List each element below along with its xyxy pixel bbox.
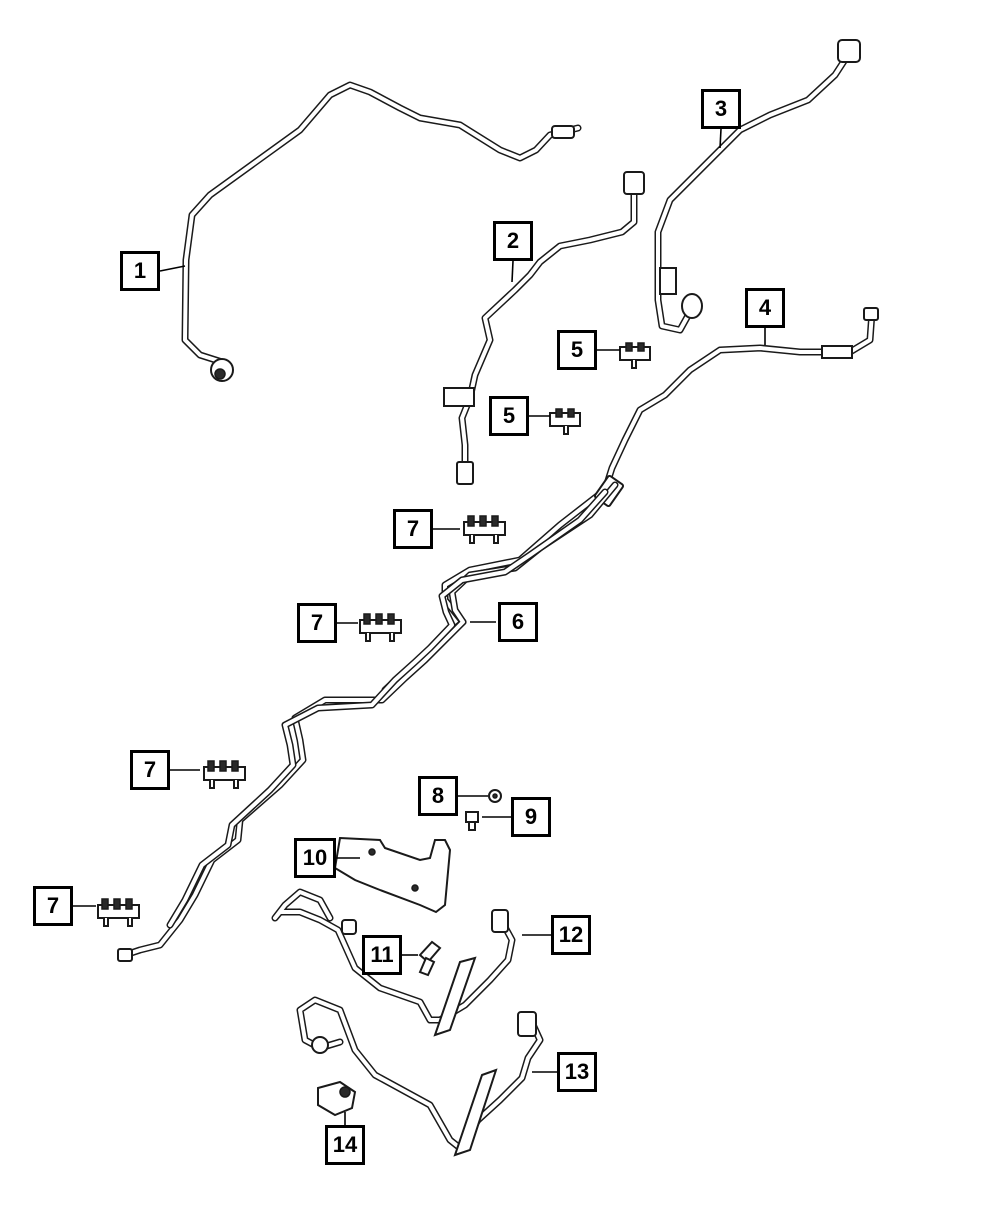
nut-part-8 [488,789,502,803]
clip-part-5-lower [549,408,581,435]
callout-11[interactable]: 11 [362,935,402,975]
tube-part-6 [117,481,619,962]
callout-1[interactable]: 1 [120,251,160,291]
callout-3[interactable]: 3 [701,89,741,129]
fitting-part-14 [317,1080,357,1117]
clip-part-7-a [463,515,506,544]
leader-lines [73,128,766,1125]
callout-5-upper[interactable]: 5 [557,330,597,370]
callout-8[interactable]: 8 [418,776,458,816]
bracket-part-10 [333,836,452,914]
callout-13[interactable]: 13 [557,1052,597,1092]
callout-7-a[interactable]: 7 [393,509,433,549]
tube-part-3 [654,39,861,334]
bolt-part-9 [465,811,479,831]
callout-7-b[interactable]: 7 [297,603,337,643]
clip-part-5-upper [619,342,651,369]
hose-part-13 [296,996,544,1157]
connector-part-11 [418,940,442,977]
callout-5-lower[interactable]: 5 [489,396,529,436]
callout-14[interactable]: 14 [325,1125,365,1165]
callout-9[interactable]: 9 [511,797,551,837]
clip-part-7-c [203,760,246,789]
callout-12[interactable]: 12 [551,915,591,955]
callout-7-c[interactable]: 7 [130,750,170,790]
clip-part-7-b [359,613,402,642]
callout-6[interactable]: 6 [498,602,538,642]
clip-part-7-d [97,898,140,927]
callout-7-d[interactable]: 7 [33,886,73,926]
callout-10[interactable]: 10 [294,838,336,878]
callout-4[interactable]: 4 [745,288,785,328]
tube-part-2 [443,171,645,485]
hose-part-12 [271,888,516,1037]
tube-part-1 [181,81,582,382]
callout-2[interactable]: 2 [493,221,533,261]
